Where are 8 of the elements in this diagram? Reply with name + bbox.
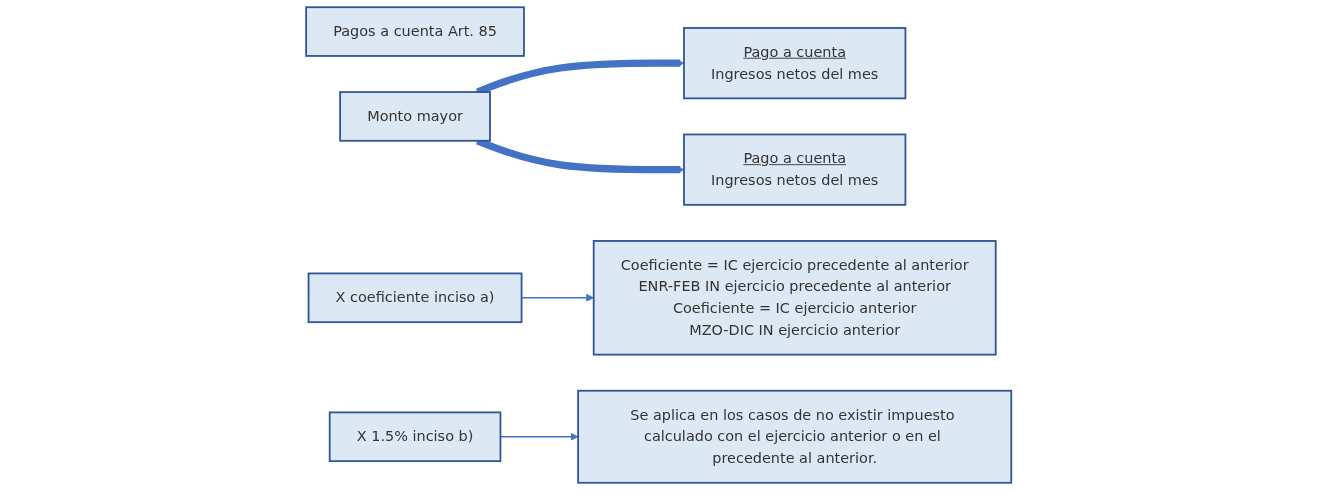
node-box: Coeficiente = IC ejercicio precedente al anterior ENR-FEB IN ejercicio precedente al anterior Coeficiente = IC ejercicio anterior MZO-DIC IN ejercicio anterior bbox=[592, 240, 997, 356]
node-box: Pagos a cuenta Art. 85 bbox=[305, 6, 525, 57]
node-box: Monto mayor bbox=[339, 91, 491, 142]
node-box: Pago a cuenta Ingresos netos del mes bbox=[682, 133, 907, 206]
node-box: Se aplica en los casos de no existir impuesto calculado con el ejercicio anterior o en el precedente al anterior. bbox=[577, 389, 1012, 484]
node-box: X coeficiente inciso a) bbox=[307, 272, 523, 324]
node-box: Pago a cuenta Ingresos netos del mes bbox=[682, 27, 907, 100]
node-box: X 1.5% inciso b) bbox=[328, 411, 502, 462]
